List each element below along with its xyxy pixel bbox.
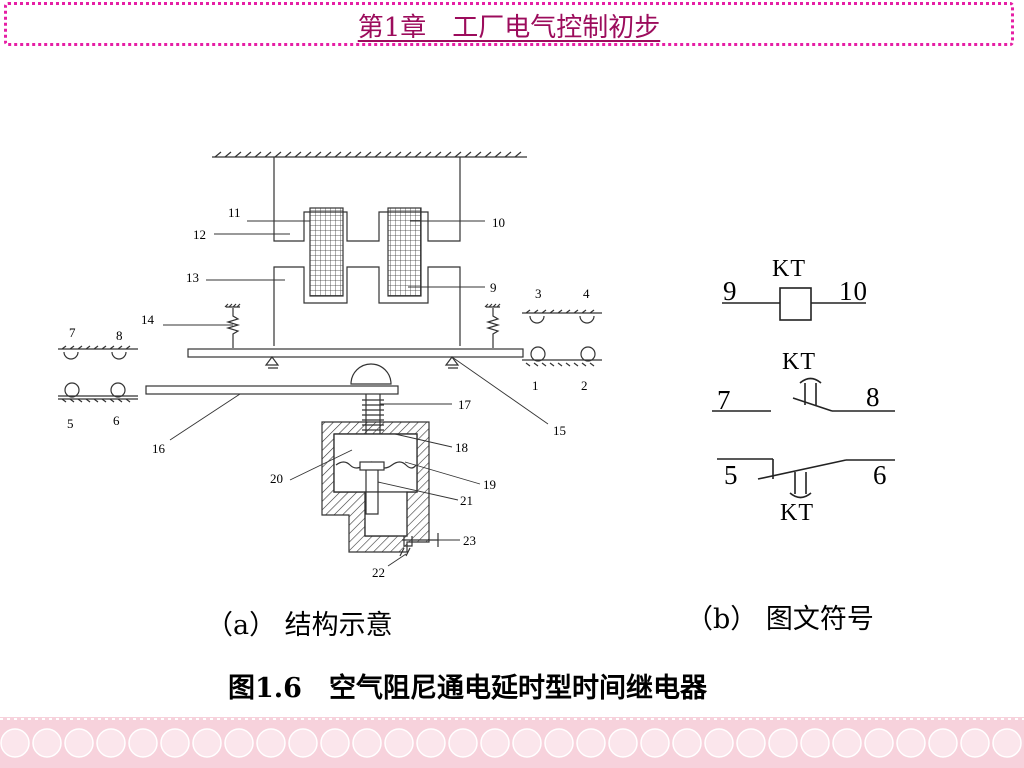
part-label-17: 17 — [458, 397, 471, 412]
coil-left — [309, 207, 344, 297]
part-label-2: 2 — [581, 378, 588, 393]
coil-terminal-right: 10 — [839, 276, 868, 306]
part-label-12: 12 — [193, 227, 206, 242]
part-label-20: 20 — [270, 471, 283, 486]
part-label-18: 18 — [455, 440, 468, 455]
coil-terminal-left: 9 — [723, 276, 738, 306]
no-contact-terminal-right: 6 — [873, 460, 888, 490]
piston-head — [350, 363, 392, 385]
part-label-11: 11 — [228, 205, 241, 220]
lever-plate — [187, 348, 524, 358]
caption-b: （b） 图文符号 — [686, 604, 874, 635]
part-label-8: 8 — [116, 328, 123, 343]
header-frame — [4, 2, 1014, 46]
ceiling-hatch — [214, 151, 522, 158]
part-label-5: 5 — [67, 416, 74, 431]
part-label-10: 10 — [492, 215, 505, 230]
figure-title: 图1.6 空气阻尼通电延时型时间继电器 — [228, 673, 707, 704]
page-title: 第1章 工厂电气控制初步 — [357, 13, 661, 43]
part-label-1: 1 — [532, 378, 539, 393]
part-label-9: 9 — [490, 280, 497, 295]
part-label-21: 21 — [460, 493, 473, 508]
part-label-23: 23 — [463, 533, 476, 548]
caption-a: （a） 结构示意 — [206, 610, 393, 641]
coil-tag: KT — [772, 256, 806, 282]
armature — [273, 266, 461, 346]
decorative-footer — [0, 717, 1024, 768]
no-contact-tag: KT — [780, 500, 814, 526]
part-label-13: 13 — [186, 270, 199, 285]
nc-contact-tag: KT — [782, 349, 816, 375]
coil-right — [387, 207, 422, 297]
part-label-22: 22 — [372, 565, 385, 580]
part-label-14: 14 — [141, 312, 154, 327]
nc-contact-terminal-right: 8 — [866, 382, 881, 412]
part-label-15: 15 — [553, 423, 566, 438]
part-label-16: 16 — [152, 441, 165, 456]
part-label-3: 3 — [535, 286, 542, 301]
push-bar — [145, 385, 399, 395]
no-contact-terminal-left: 5 — [724, 460, 739, 490]
part-label-19: 19 — [483, 477, 496, 492]
part-label-7: 7 — [69, 325, 76, 340]
static-core — [273, 157, 461, 242]
part-label-6: 6 — [113, 413, 120, 428]
part-label-4: 4 — [583, 286, 590, 301]
spring-14 — [225, 308, 241, 348]
coil-symbol — [779, 287, 812, 321]
spring-right — [485, 308, 501, 348]
nc-contact-terminal-left: 7 — [717, 385, 732, 415]
